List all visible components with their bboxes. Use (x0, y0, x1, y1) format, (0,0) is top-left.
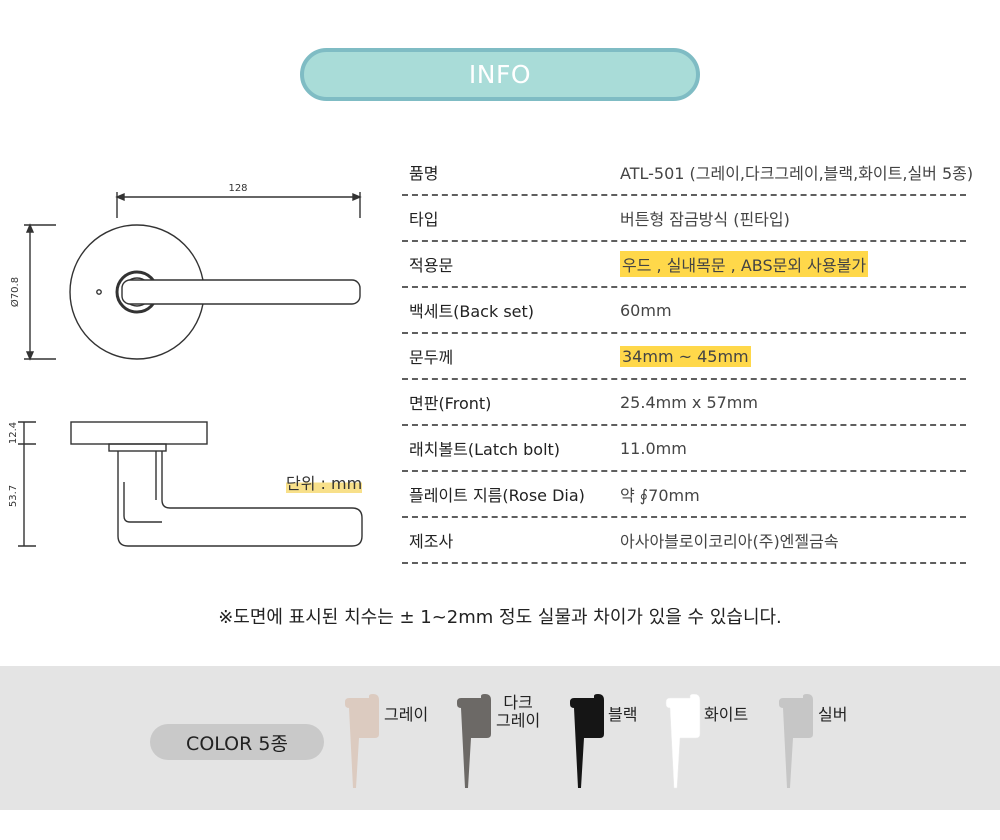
unit-label: 단위 : mm (286, 474, 363, 493)
spec-value: 아사아블로이코리아(주)엔젤금속 (620, 532, 839, 551)
color-section: COLOR 5종 그레이 다크 그레이 블랙 화이트 실버 (0, 666, 1000, 810)
color-name-label: 블랙 (608, 705, 638, 724)
dim-diameter-label: Ø70.8 (9, 277, 21, 307)
spec-row: 문두께 34mm ~ 45mm (402, 334, 966, 380)
spec-label: 플레이트 지름(Rose Dia) (409, 486, 585, 505)
disclaimer-note: ※도면에 표시된 치수는 ± 1~2mm 정도 실물과 차이가 있을 수 있습니… (218, 607, 782, 628)
spec-row: 타입 버튼형 잠금방식 (핀타입) (402, 196, 966, 242)
dim-lever-label: 53.7 (8, 485, 19, 507)
color-name-label: 그레이 (384, 705, 429, 724)
spec-label: 타입 (409, 210, 439, 229)
spec-label: 적용문 (409, 256, 454, 275)
spec-label: 품명 (409, 164, 439, 183)
lever-swatch-icon (779, 694, 813, 788)
spec-value: 25.4mm x 57mm (620, 392, 758, 412)
color-name-label: 화이트 (704, 705, 749, 724)
spec-value: 우드 , 실내목문 , ABS문외 사용불가 (620, 251, 869, 277)
color-name-label: 다크 그레이 (496, 693, 541, 730)
spec-value: 약 ∮70mm (620, 486, 700, 505)
spec-value: 11.0mm (620, 438, 687, 458)
spec-value: 60mm (620, 300, 672, 320)
spec-label: 제조사 (409, 532, 454, 551)
dim-rose-label: 12.4 (8, 422, 19, 444)
lever-drawing: 128 Ø70.8 12.4 53.7 (8, 183, 363, 547)
spec-row: 래치볼트(Latch bolt) 11.0mm (402, 426, 966, 472)
lever-swatch-icon (665, 694, 701, 789)
spec-row: 플레이트 지름(Rose Dia) 약 ∮70mm (402, 472, 966, 518)
spec-row: 제조사 아사아블로이코리아(주)엔젤금속 (402, 518, 966, 564)
lever-swatch-icon (570, 694, 604, 788)
spec-table: 품명 ATL-501 (그레이,다크그레이,블랙,화이트,실버 5종) 타입 버튼형 … (402, 150, 973, 564)
spec-value: ATL-501 (그레이,다크그레이,블랙,화이트,실버 5종) (620, 164, 974, 183)
spec-row: 품명 ATL-501 (그레이,다크그레이,블랙,화이트,실버 5종) (402, 150, 973, 196)
spec-label: 문두께 (409, 348, 454, 367)
dim-width-label: 128 (228, 183, 247, 194)
spec-label: 면판(Front) (409, 394, 492, 413)
spec-row: 백세트(Back set) 60mm (402, 288, 966, 334)
spec-value: 34mm ~ 45mm (620, 345, 751, 367)
spec-label: 백세트(Back set) (409, 302, 535, 321)
spec-label: 래치볼트(Latch bolt) (409, 440, 561, 459)
lever-swatch-icon (345, 694, 379, 788)
info-header: INFO (300, 48, 700, 101)
spec-row: 면판(Front) 25.4mm x 57mm (402, 380, 966, 426)
color-count-badge: COLOR 5종 (150, 724, 324, 760)
color-name-label: 실버 (818, 705, 848, 724)
spec-value: 버튼형 잠금방식 (핀타입) (620, 210, 790, 229)
spec-row: 적용문 우드 , 실내목문 , ABS문외 사용불가 (402, 242, 966, 288)
lever-swatch-icon (457, 694, 491, 788)
info-title: INFO (468, 60, 532, 89)
